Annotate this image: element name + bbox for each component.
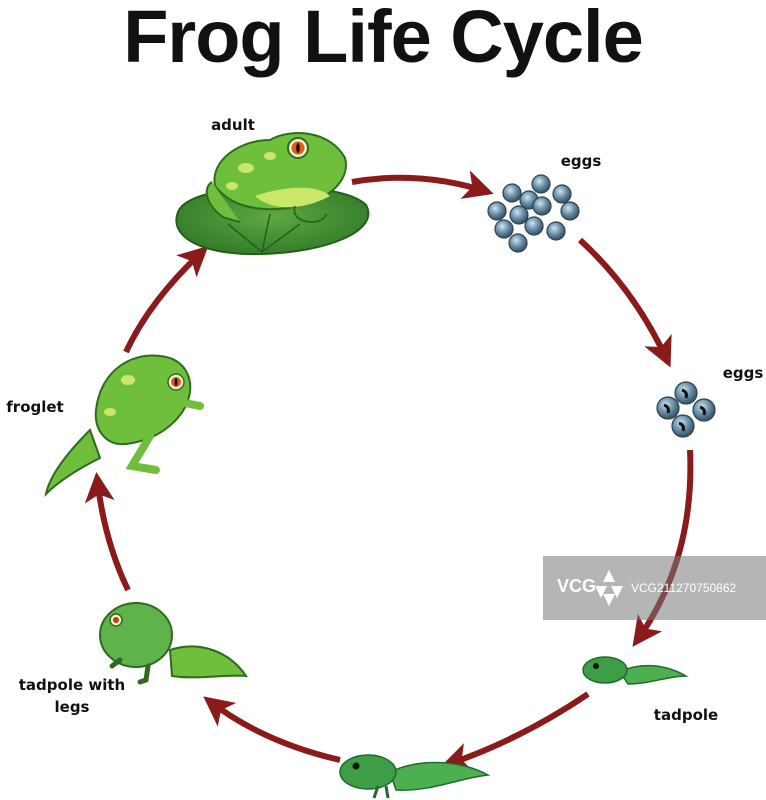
arrow-eggs-to-eggs — [577, 237, 672, 368]
page-title: Frog Life Cycle — [123, 0, 644, 78]
label-adult: adult — [211, 116, 255, 134]
cycle-arrows — [84, 170, 694, 772]
arrow-adult-to-eggs — [351, 170, 494, 199]
tadpole-illustration — [582, 656, 689, 685]
arrow-legs-to-froglet — [84, 472, 131, 592]
arrow-eggs-to-tadpole — [632, 449, 694, 647]
arrow-froglet-to-adult — [123, 245, 209, 354]
watermark-id: VCG211270750862 — [631, 581, 737, 595]
adult-frog-illustration — [175, 132, 370, 256]
watermark-flower-icon — [595, 570, 623, 606]
label-tadpole-with-legs-line2: legs — [54, 698, 90, 716]
eggs-cluster-illustration — [487, 174, 580, 253]
tadpole-with-legs-illustration — [99, 602, 249, 685]
label-tadpole: tadpole — [653, 706, 719, 724]
watermark-banner: VCG VCG211270750862 — [543, 556, 766, 620]
arrow-tadpole-to-tadpole — [440, 691, 590, 772]
label-tadpole-with-legs-line1: tadpole with — [18, 676, 126, 694]
froglet-illustration — [44, 354, 204, 498]
watermark-logo: VCG — [557, 576, 597, 596]
eggs-few-illustration — [656, 381, 716, 438]
label-eggs-cluster: eggs — [560, 152, 602, 170]
arrow-tadpole-to-legs — [203, 696, 341, 763]
label-froglet: froglet — [6, 398, 64, 416]
label-tadpole-with-legs: tadpole with legs — [2, 674, 142, 718]
tadpole-bottom-illustration — [339, 754, 491, 799]
label-eggs-few: eggs — [722, 364, 764, 382]
